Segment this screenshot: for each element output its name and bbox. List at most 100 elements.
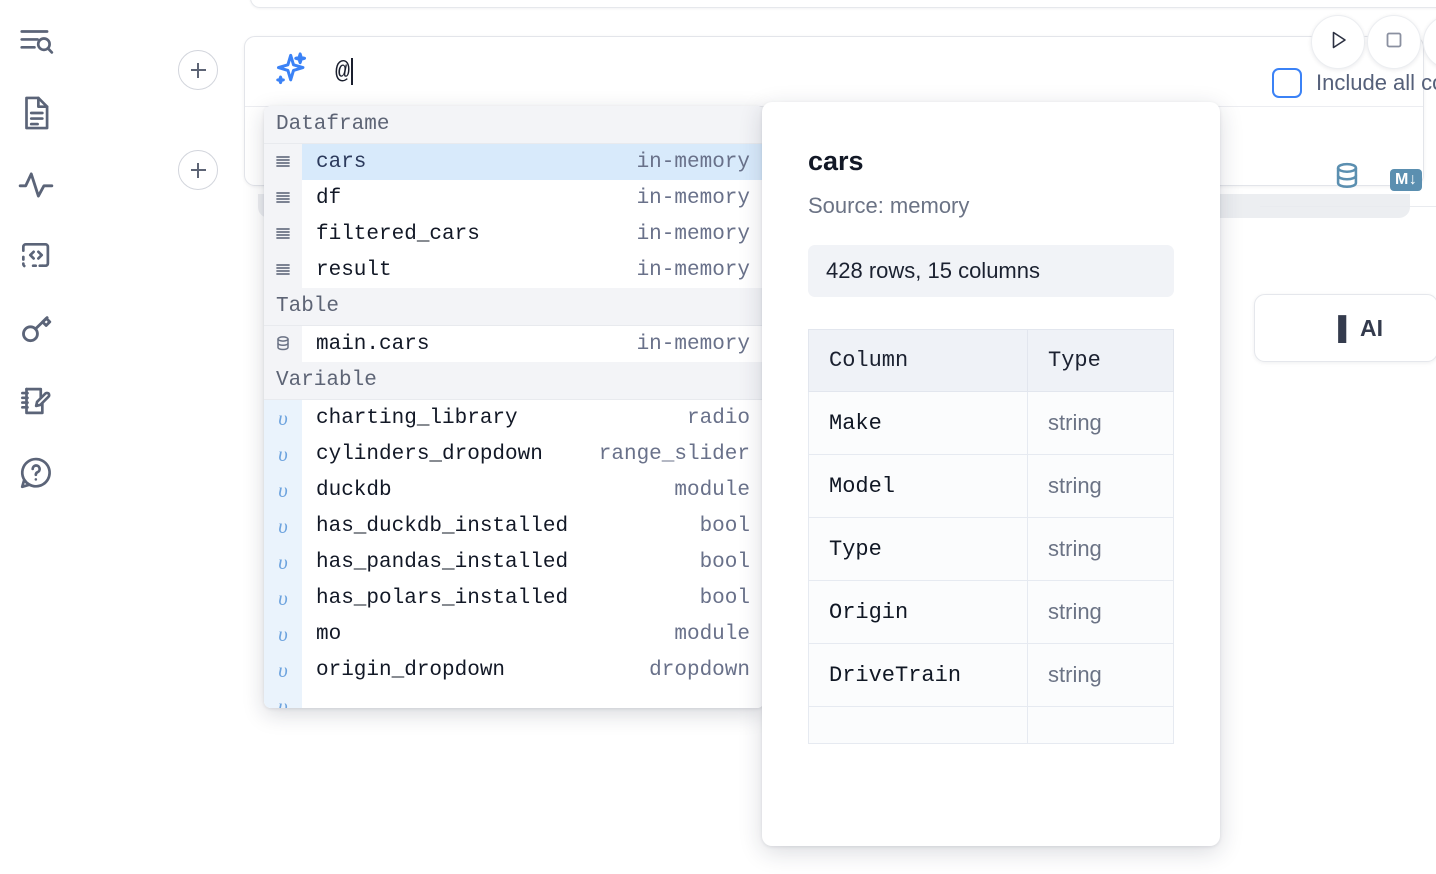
generate-with-ai-label: ▌ AI xyxy=(1338,314,1383,341)
detail-title: cars xyxy=(808,146,864,176)
schema-column-name: Model xyxy=(808,454,1028,518)
dataframe-icon xyxy=(264,144,302,180)
autocomplete-item-meta: module xyxy=(674,622,750,646)
add-cell-button-bottom[interactable] xyxy=(178,150,218,190)
activity-icon xyxy=(17,166,55,204)
include-all-code-label: Include all code xyxy=(1316,70,1436,95)
autocomplete-item-name: filtered_cars xyxy=(316,222,480,246)
autocomplete-item[interactable]: υ xyxy=(264,688,764,708)
autocomplete-item-meta: dropdown xyxy=(649,658,750,682)
autocomplete-item[interactable]: υ charting_library radio xyxy=(264,400,764,436)
notebook-edit-icon xyxy=(17,382,55,420)
schema-column-type: string xyxy=(1027,517,1174,581)
table-icon xyxy=(264,326,302,362)
include-all-code-checkbox[interactable] xyxy=(1272,68,1302,98)
schema-column-type: string xyxy=(1027,454,1174,518)
dataframe-icon xyxy=(264,216,302,252)
autocomplete-item-name: has_pandas_installed xyxy=(316,550,569,574)
autocomplete-item-meta: radio xyxy=(686,406,750,430)
autocomplete-item[interactable]: df in-memory xyxy=(264,180,764,216)
variable-icon: υ xyxy=(264,472,302,508)
autocomplete-item-meta: in-memory xyxy=(636,222,750,246)
markdown-icon[interactable]: M↓ xyxy=(1390,168,1423,191)
autocomplete-item[interactable]: υ origin_dropdown dropdown xyxy=(264,652,764,688)
variable-icon: υ xyxy=(264,400,302,436)
schema-column-name: DriveTrain xyxy=(808,643,1028,707)
detail-shape-badge: 428 rows, 15 columns xyxy=(808,245,1174,297)
schema-column-type: string xyxy=(1027,391,1174,455)
database-icon[interactable] xyxy=(1330,160,1364,199)
autocomplete-item-meta: bool xyxy=(699,514,750,538)
variable-detail-panel: cars Source: memory 428 rows, 15 columns… xyxy=(762,102,1220,846)
variable-icon: υ xyxy=(264,652,302,688)
autocomplete-item-meta: module xyxy=(674,478,750,502)
sidebar-item-files[interactable] xyxy=(11,88,61,138)
include-all-code-control[interactable]: Include all code xyxy=(1272,68,1436,98)
sidebar-item-activity[interactable] xyxy=(11,160,61,210)
autocomplete-item-meta: in-memory xyxy=(636,150,750,174)
autocomplete-item[interactable]: main.cars in-memory xyxy=(264,326,764,362)
autocomplete-item[interactable]: filtered_cars in-memory xyxy=(264,216,764,252)
variable-icon: υ xyxy=(264,616,302,652)
autocomplete-item[interactable]: υ has_duckdb_installed bool xyxy=(264,508,764,544)
sidebar-item-secrets[interactable] xyxy=(11,304,61,354)
autocomplete-item-name: duckdb xyxy=(316,478,392,502)
stop-button[interactable] xyxy=(1367,15,1421,69)
generate-with-ai-button[interactable]: ▌ AI xyxy=(1254,294,1436,362)
schema-column-type xyxy=(1027,706,1174,744)
autocomplete-item-meta: bool xyxy=(699,586,750,610)
sidebar xyxy=(0,0,72,874)
autocomplete-item-meta: in-memory xyxy=(636,332,750,356)
ai-prompt-value: @ xyxy=(335,57,351,86)
schema-column-name: Origin xyxy=(808,580,1028,644)
autocomplete-item-meta: bool xyxy=(699,550,750,574)
variable-icon: υ xyxy=(264,436,302,472)
autocomplete-group-header: Variable xyxy=(264,362,764,400)
autocomplete-item-name: df xyxy=(316,186,342,210)
run-button[interactable] xyxy=(1311,15,1365,69)
autocomplete-item-name: charting_library xyxy=(316,406,518,430)
sidebar-item-help[interactable] xyxy=(11,448,61,498)
ai-prompt-input[interactable]: @ xyxy=(335,37,1423,106)
autocomplete-item-name: has_duckdb_installed xyxy=(316,514,569,538)
square-stop-icon xyxy=(1382,28,1406,57)
autocomplete-item-meta: in-memory xyxy=(636,258,750,282)
variable-icon: υ xyxy=(264,508,302,544)
schema-row xyxy=(808,706,1174,744)
schema-header-cell: Type xyxy=(1027,329,1174,392)
sidebar-item-snippets[interactable] xyxy=(11,232,61,282)
more-actions-button[interactable] xyxy=(1423,15,1436,69)
autocomplete-item-name: origin_dropdown xyxy=(316,658,506,682)
schema-column-name: Type xyxy=(808,517,1028,581)
dataframe-icon xyxy=(264,252,302,288)
autocomplete-item-meta: in-memory xyxy=(636,186,750,210)
add-cell-button-top[interactable] xyxy=(178,50,218,90)
variable-icon: υ xyxy=(264,580,302,616)
text-caret xyxy=(351,58,354,85)
ai-prompt-row: @ xyxy=(245,37,1423,107)
autocomplete-item-name: main.cars xyxy=(316,332,430,356)
schema-column-type: string xyxy=(1027,580,1174,644)
sidebar-item-explore[interactable] xyxy=(11,16,61,66)
help-chat-icon xyxy=(17,454,55,492)
autocomplete-item-name: mo xyxy=(316,622,342,646)
variable-icon: υ xyxy=(264,544,302,580)
autocomplete-item[interactable]: υ has_pandas_installed bool xyxy=(264,544,764,580)
sidebar-item-scratchpad[interactable] xyxy=(11,376,61,426)
file-text-icon xyxy=(17,94,55,132)
